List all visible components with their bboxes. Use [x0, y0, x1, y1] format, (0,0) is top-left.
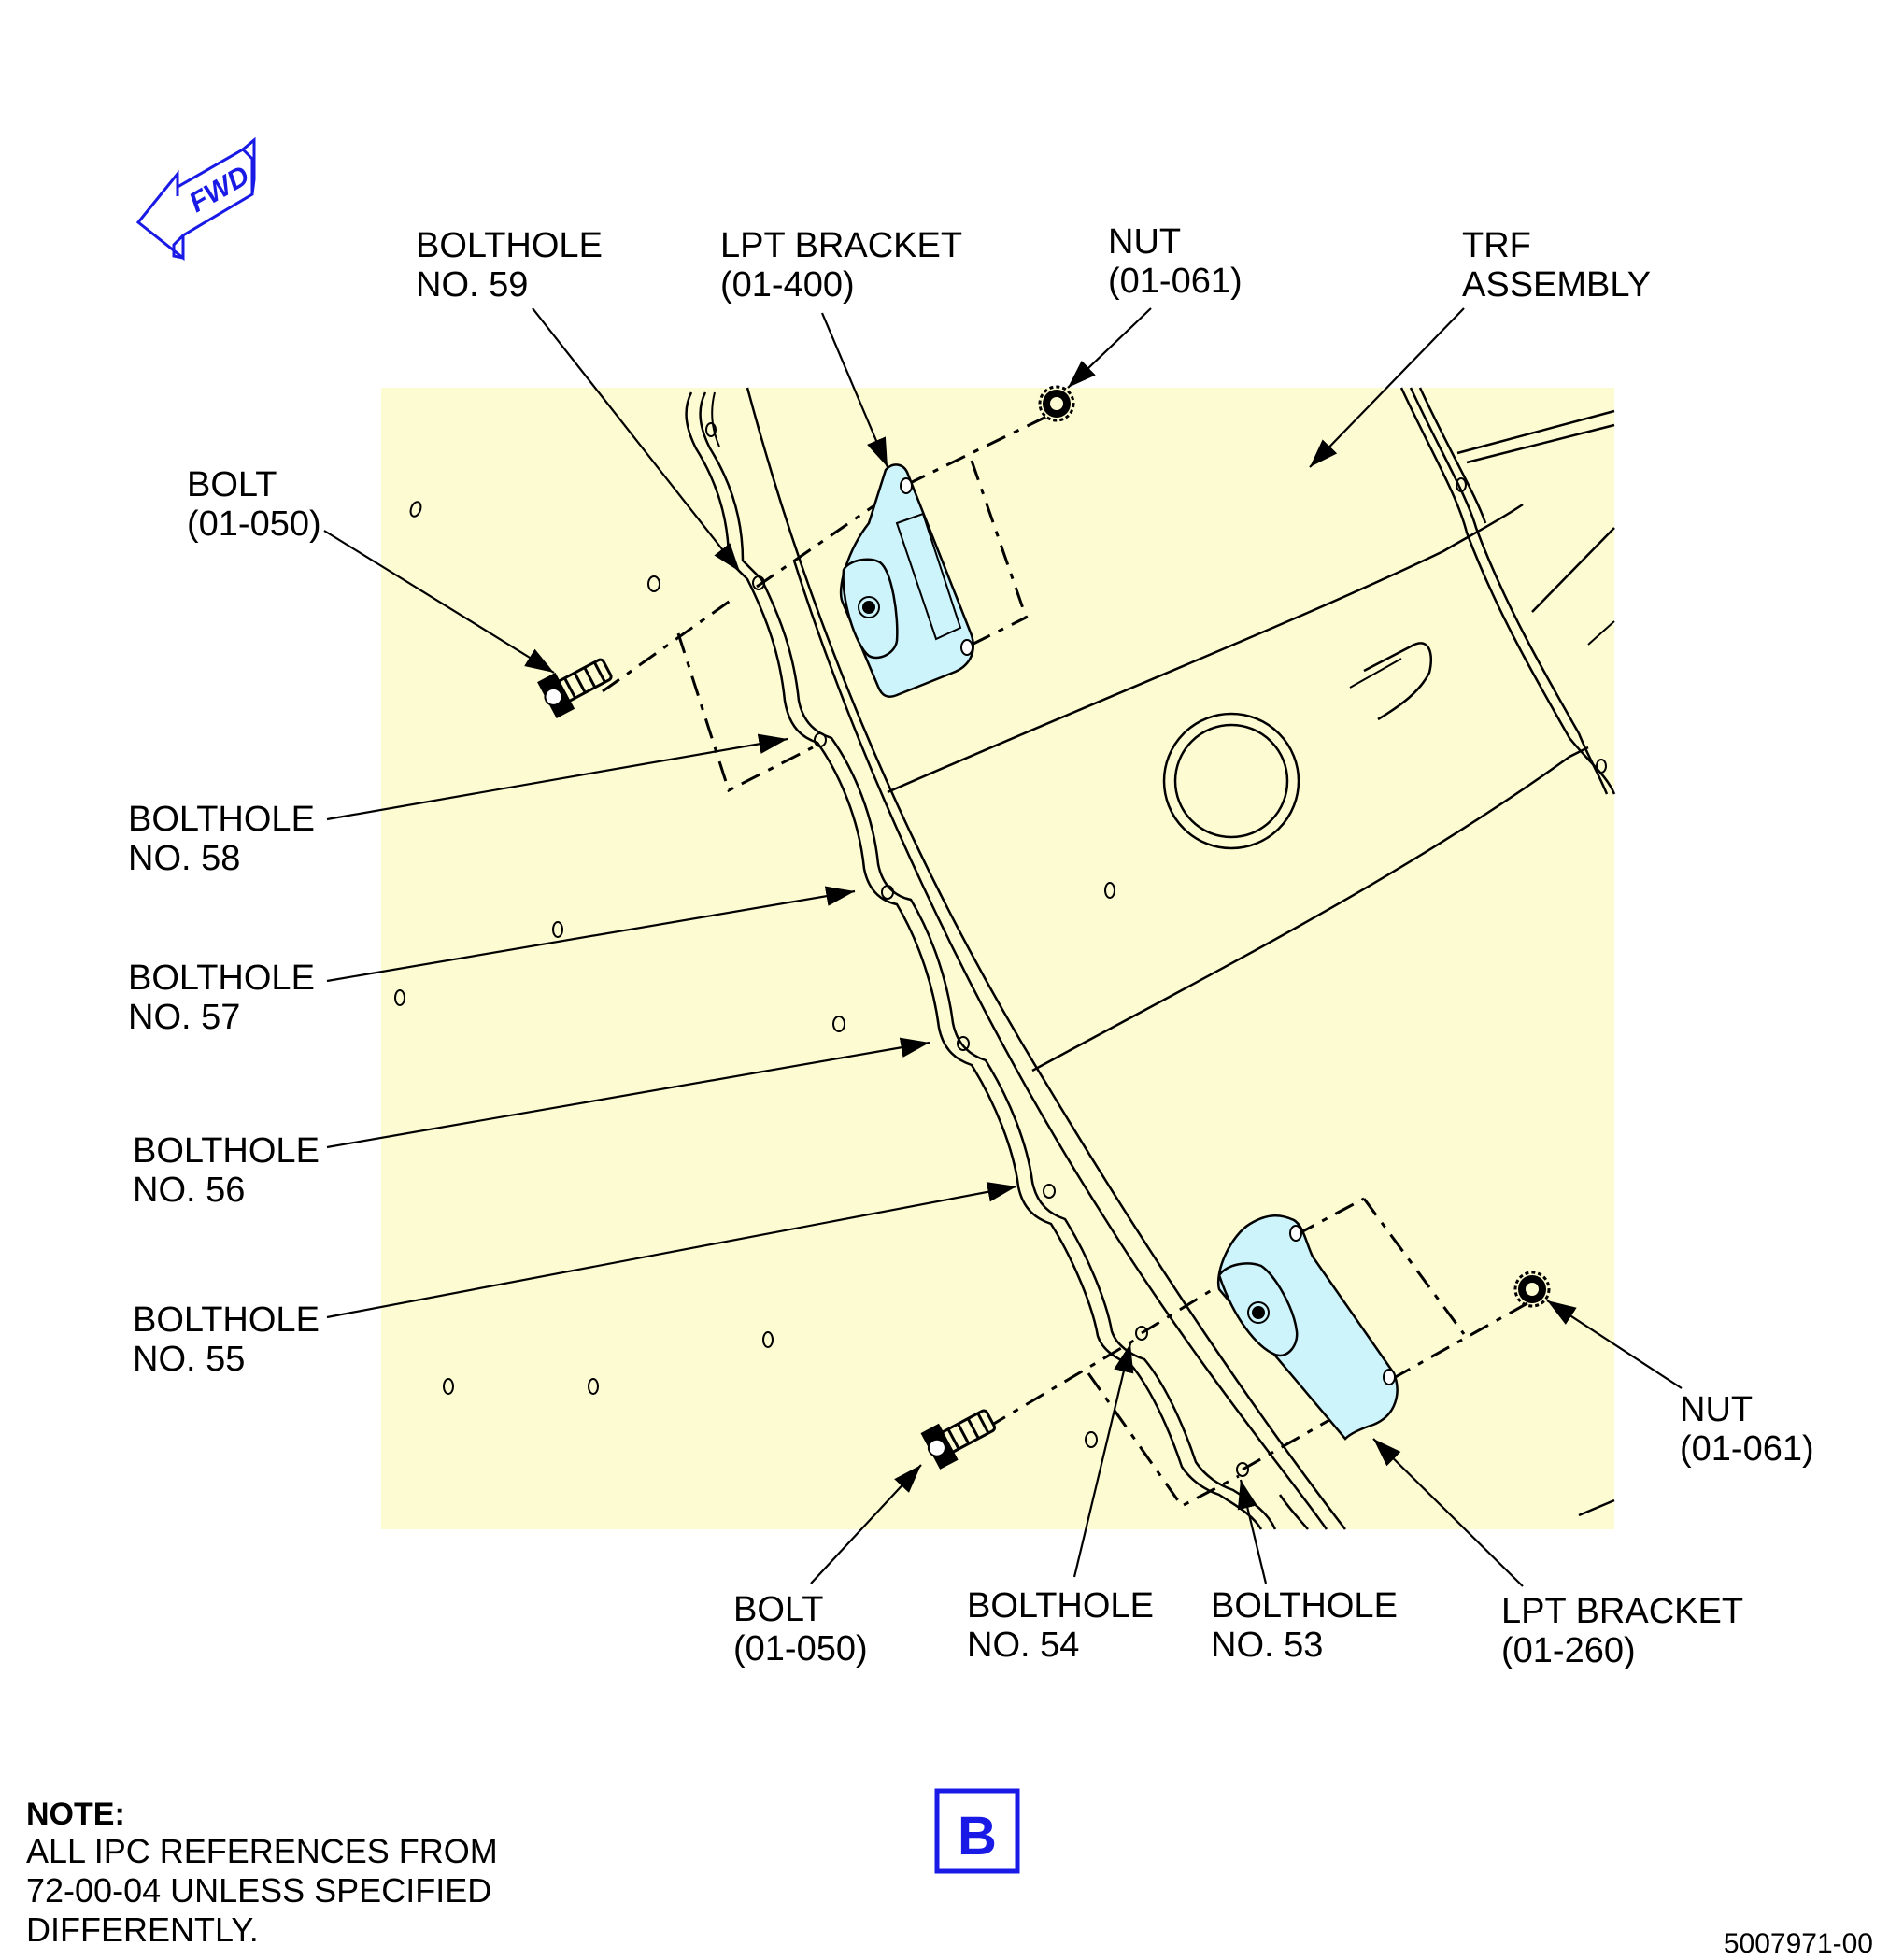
- trf-assembly-linework: [394, 387, 1616, 1530]
- label-nut-bottom: NUT (01-061): [1680, 1390, 1814, 1469]
- label-bolthole-59: BOLTHOLE NO. 59: [416, 226, 612, 305]
- label-bolthole-57: BOLTHOLE NO. 57: [128, 959, 324, 1037]
- background-panel: [381, 388, 1614, 1529]
- label-bolt-top: BOLT (01-050): [187, 465, 321, 544]
- callout-labels: BOLTHOLE NO. 59 LPT BRACKET (01-400) NUT…: [128, 222, 1814, 1670]
- fwd-arrow-icon: [135, 136, 256, 262]
- view-letter: B: [958, 1806, 997, 1867]
- note-title: NOTE:: [26, 1797, 125, 1832]
- nut-top-icon: [1038, 385, 1075, 422]
- view-letter-badge: B: [934, 1788, 1020, 1874]
- lpt-bracket-top: [839, 463, 974, 698]
- label-lpt-bracket-bottom: LPT BRACKET (01-260): [1501, 1592, 1753, 1670]
- label-bolthole-54: BOLTHOLE NO. 54: [967, 1586, 1163, 1665]
- label-bolthole-56: BOLTHOLE NO. 56: [133, 1131, 329, 1210]
- label-nut-top: NUT (01-061): [1108, 222, 1243, 301]
- figure-number: 5007971-00: [1724, 1928, 1873, 1959]
- label-bolt-bottom: BOLT (01-050): [733, 1590, 868, 1669]
- label-trf-assembly: TRF ASSEMBLY: [1462, 226, 1651, 305]
- label-bolthole-55: BOLTHOLE NO. 55: [133, 1300, 329, 1379]
- bolt-top-icon: [537, 658, 613, 719]
- note-body: ALL IPC REFERENCES FROM 72-00-04 UNLESS …: [26, 1832, 507, 1949]
- label-lpt-bracket-top: LPT BRACKET (01-400): [720, 226, 972, 305]
- note-block: NOTE: ALL IPC REFERENCES FROM 72-00-04 U…: [26, 1797, 507, 1949]
- lpt-bracket-bottom: [1216, 1214, 1399, 1441]
- leader-lines: [323, 307, 1683, 1587]
- label-bolthole-58: BOLTHOLE NO. 58: [128, 800, 324, 878]
- label-bolthole-53: BOLTHOLE NO. 53: [1211, 1586, 1407, 1665]
- bolt-bottom-icon: [920, 1409, 997, 1470]
- nut-bottom-icon: [1513, 1271, 1551, 1308]
